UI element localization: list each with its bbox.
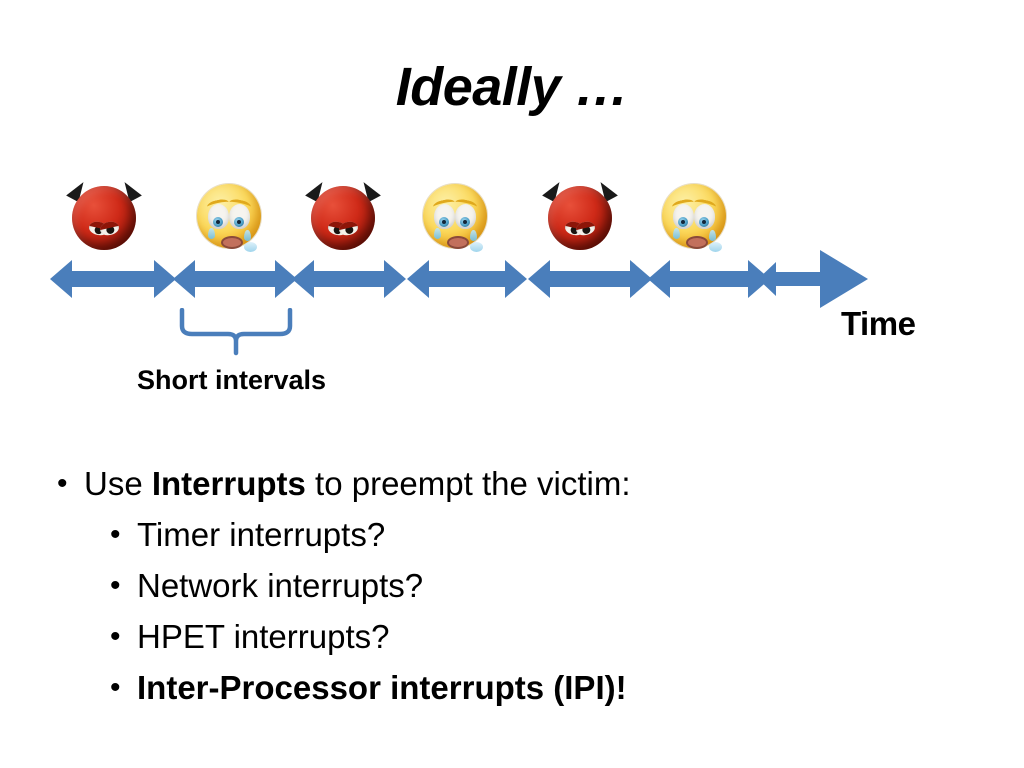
crying-eye-right [229, 204, 250, 229]
frown-mouth [221, 236, 243, 249]
crying-emoji [654, 172, 734, 252]
bullet-marker-icon: • [110, 569, 121, 602]
crying-face [197, 184, 261, 252]
bullet-text: Timer interrupts? [137, 516, 386, 553]
tear-drop [244, 242, 257, 252]
tear-left [673, 228, 680, 239]
tear-drop [470, 242, 483, 252]
time-axis-label: Time [841, 305, 916, 342]
brace-icon [176, 308, 296, 356]
crying-eye-right [694, 204, 715, 229]
bullet-marker-icon: • [110, 620, 121, 653]
devil-emoji [64, 172, 144, 252]
devil-face [548, 186, 612, 250]
bullet-list: • Use Interrupts to preempt the victim: • T… [0, 458, 1024, 713]
tear-left [208, 228, 215, 239]
tear-drop [709, 242, 722, 252]
bullet-marker-icon: • [110, 518, 121, 551]
bullet-marker-icon: • [110, 671, 121, 704]
bullet-text: Use Interrupts to preempt the victim: [84, 465, 631, 502]
bullet-item-3: • Network interrupts? [0, 560, 1024, 611]
bullet-item-2: • Timer interrupts? [0, 509, 1024, 560]
interval-arrow-3 [292, 260, 406, 298]
bullet-item-4: • HPET interrupts? [0, 611, 1024, 662]
tear-right [244, 230, 251, 241]
interval-arrow-4 [407, 260, 527, 298]
frown-mouth [686, 236, 708, 249]
tear-right [709, 230, 716, 241]
tear-right [470, 230, 477, 241]
crying-emoji [415, 172, 495, 252]
devil-emoji [540, 172, 620, 252]
crying-eye-left [208, 204, 229, 229]
crying-emoji [189, 172, 269, 252]
devil-face [72, 186, 136, 250]
bullet-text: Inter-Processor interrupts (IPI)! [137, 669, 627, 706]
time-arrow-icon [758, 248, 870, 310]
crying-face [423, 184, 487, 252]
interval-arrow-5 [528, 260, 652, 298]
interval-arrow-6 [648, 260, 770, 298]
bullet-item-5: • Inter-Processor interrupts (IPI)! [0, 662, 1024, 713]
devil-emoji [303, 172, 383, 252]
bullet-text: HPET interrupts? [137, 618, 390, 655]
interval-arrow-2 [173, 260, 297, 298]
short-intervals-caption: Short intervals [137, 365, 327, 395]
tear-left [434, 228, 441, 239]
devil-face [311, 186, 375, 250]
bullet-text: Network interrupts? [137, 567, 424, 604]
crying-eye-left [434, 204, 455, 229]
interval-arrow-1 [50, 260, 176, 298]
page-title: Ideally … [395, 57, 629, 117]
crying-face [662, 184, 726, 252]
crying-eye-right [455, 204, 476, 229]
bullet-marker-icon: • [57, 467, 68, 500]
frown-mouth [447, 236, 469, 249]
timeline-diagram: Short intervals Time [0, 160, 1024, 400]
bullet-item-1: • Use Interrupts to preempt the victim: [0, 458, 1024, 509]
crying-eye-left [673, 204, 694, 229]
